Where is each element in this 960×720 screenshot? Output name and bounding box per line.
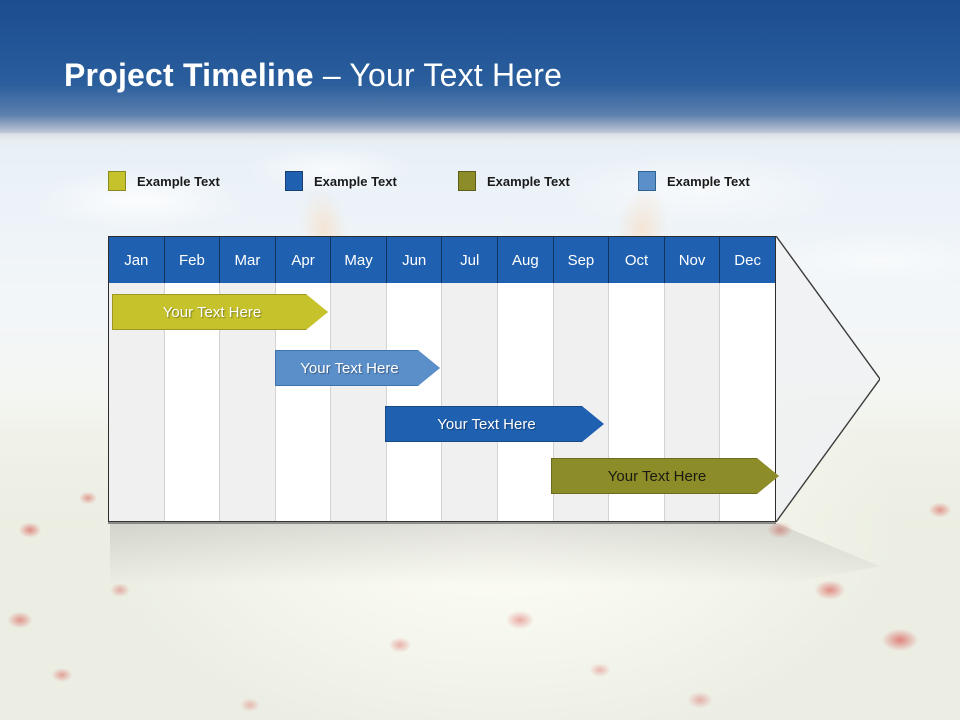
month-header-may[interactable]: May [331,237,387,283]
legend: Example Text Example Text Example Text Exam… [108,168,828,194]
timeline-column-may[interactable] [331,283,387,521]
task-bar-2[interactable]: Your Text Here [275,350,440,386]
legend-item-2[interactable]: Example Text [285,168,397,194]
task-bar-3[interactable]: Your Text Here [385,406,604,442]
legend-swatch-icon [458,171,476,191]
month-header-sep[interactable]: Sep [554,237,610,283]
legend-item-1[interactable]: Example Text [108,168,220,194]
legend-swatch-icon [108,171,126,191]
legend-item-label: Example Text [137,173,220,189]
legend-item-3[interactable]: Example Text [458,168,570,194]
title-light: Your Text Here [349,57,563,93]
month-header-oct[interactable]: Oct [609,237,665,283]
legend-item-4[interactable]: Example Text [638,168,750,194]
month-header-apr[interactable]: Apr [276,237,332,283]
legend-item-label: Example Text [487,173,570,189]
table-reflection [110,523,880,585]
legend-swatch-icon [285,171,303,191]
table-base-line [108,521,776,524]
legend-item-label: Example Text [667,173,750,189]
month-header-jan[interactable]: Jan [109,237,165,283]
page-title: Project Timeline – Your Text Here [64,57,562,94]
timeline-column-jul[interactable] [442,283,499,521]
month-header-jun[interactable]: Jun [387,237,443,283]
month-header-mar[interactable]: Mar [220,237,276,283]
title-band-edge [0,133,960,145]
title-strong: Project Timeline [64,57,314,93]
title-separator: – [313,57,350,93]
task-bar-4[interactable]: Your Text Here [551,458,779,494]
month-header-aug[interactable]: Aug [498,237,554,283]
task-bar-label: Your Text Here [607,467,707,485]
month-header-feb[interactable]: Feb [165,237,221,283]
month-header-nov[interactable]: Nov [665,237,721,283]
task-bar-label: Your Text Here [162,303,262,321]
task-bar-label: Your Text Here [300,359,399,377]
task-bar-1[interactable]: Your Text Here [112,294,328,330]
legend-swatch-icon [638,171,656,191]
title-band [0,0,960,140]
month-header-dec[interactable]: Dec [734,251,761,269]
timeline-column-jun[interactable] [386,283,443,521]
task-bar-label: Your Text Here [437,415,536,433]
timeline-column-aug[interactable] [498,283,554,521]
month-header-jul[interactable]: Jul [442,237,499,283]
legend-item-label: Example Text [314,173,397,189]
